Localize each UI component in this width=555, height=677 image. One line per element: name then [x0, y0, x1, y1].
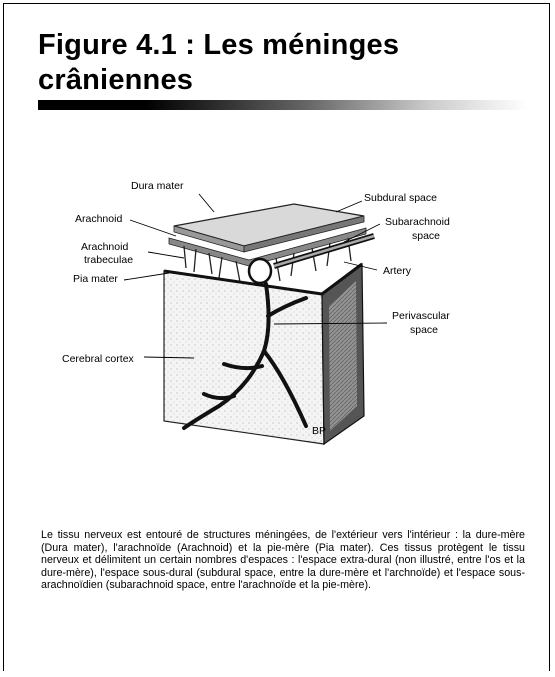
description-paragraph: Le tissu nerveux est entouré de structur…	[41, 529, 525, 592]
slide-page: Figure 4.1 : Les méninges crâniennes	[3, 3, 550, 671]
label-pia-mater: Pia mater	[73, 273, 118, 285]
label-subarachnoid-2: space	[412, 230, 440, 242]
label-subdural-space: Subdural space	[364, 192, 437, 204]
label-artery: Artery	[383, 265, 412, 277]
label-arachnoid-trabeculae-1: Arachnoid	[81, 241, 128, 253]
label-dura-mater: Dura mater	[131, 180, 184, 192]
label-arachnoid: Arachnoid	[75, 213, 122, 225]
label-perivascular-1: Perivascular	[392, 310, 450, 322]
page-title: Figure 4.1 : Les méninges crâniennes	[38, 28, 518, 98]
title-underline-bar	[38, 100, 528, 110]
artery-cross-section	[249, 259, 271, 283]
label-subarachnoid-1: Subarachnoid	[385, 216, 450, 228]
label-arachnoid-trabeculae-2: trabeculae	[84, 254, 133, 266]
meninges-illustration: BP Dura mater Subdural space Arachnoid S…	[44, 176, 524, 451]
svg-text:BP: BP	[312, 425, 326, 437]
label-perivascular-2: space	[410, 324, 438, 336]
label-cerebral-cortex: Cerebral cortex	[62, 353, 135, 365]
